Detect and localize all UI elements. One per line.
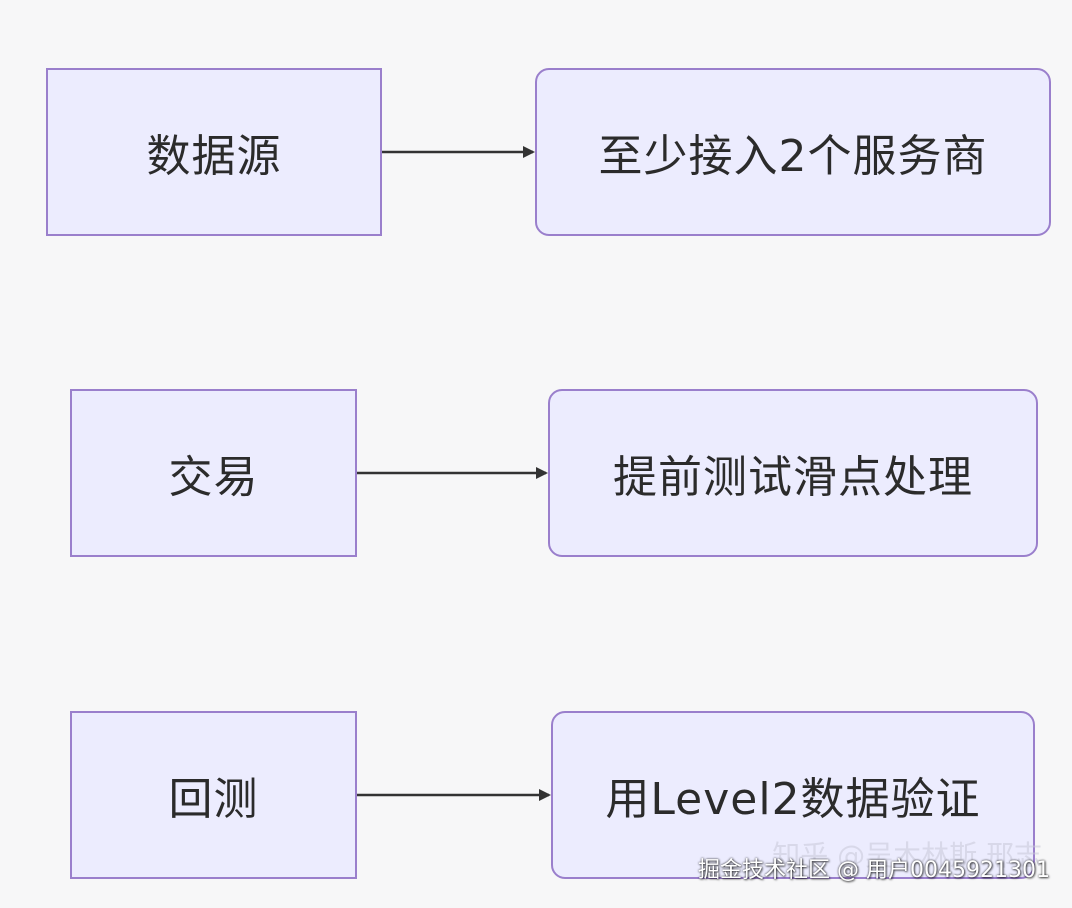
ghost-watermark: 知乎 @吴木林斯 邢志 [772, 839, 1042, 872]
node-backtest: 回测 [70, 711, 357, 879]
node-data-source-label: 数据源 [146, 131, 282, 182]
node-two-providers: 至少接入2个服务商 [535, 68, 1051, 236]
node-level2-validation: 用Level2数据验证 [551, 711, 1035, 879]
node-two-providers-label: 至少接入2个服务商 [598, 131, 988, 182]
node-slippage-test-label: 提前测试滑点处理 [613, 452, 973, 503]
node-backtest-label: 回测 [168, 774, 259, 825]
node-data-source: 数据源 [46, 68, 382, 236]
node-trading: 交易 [70, 389, 357, 557]
watermark: 掘金技术社区 @ 用户0045921301 [698, 858, 1050, 883]
node-slippage-test: 提前测试滑点处理 [548, 389, 1038, 557]
node-level2-validation-label: 用Level2数据验证 [605, 774, 981, 825]
node-trading-label: 交易 [168, 452, 259, 503]
